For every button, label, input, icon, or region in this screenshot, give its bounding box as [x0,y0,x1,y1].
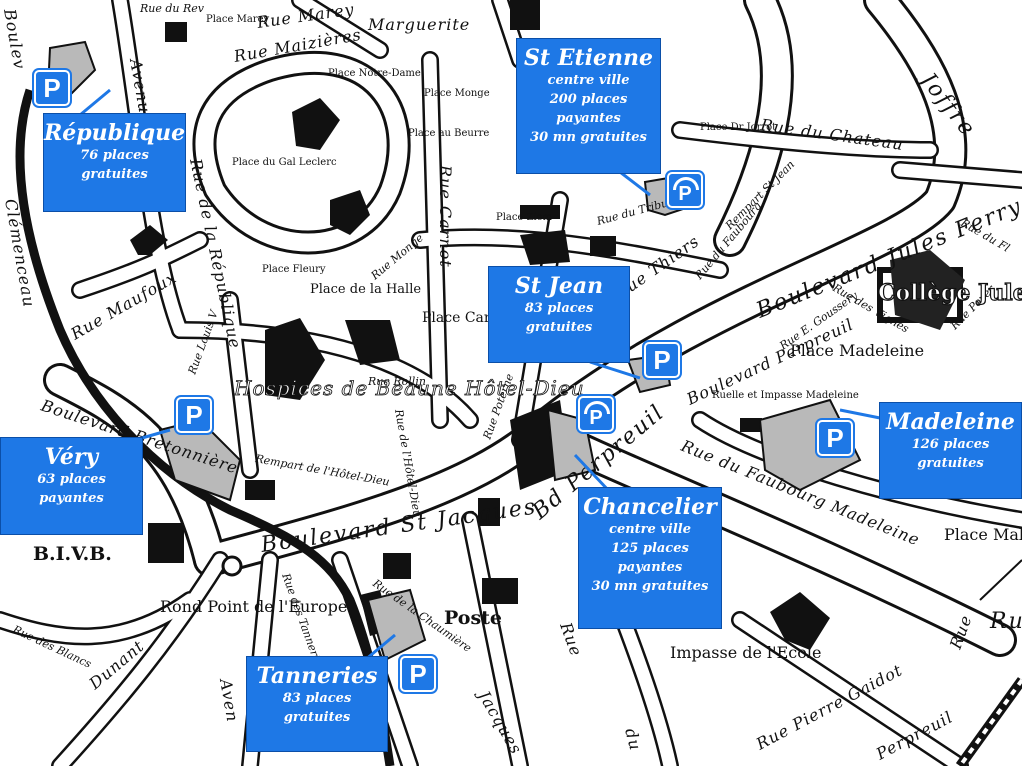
street-rue-carnot: Rue Carnot [436,164,455,268]
parking-info: 30 mn gratuites [530,130,647,145]
place-notre-dame: Place Notre-Dame [328,68,421,79]
covered-parking-icon[interactable]: P [578,396,614,432]
parking-icon[interactable]: P [400,656,436,692]
hospices-de-beaune: Hospices de Beaune Hôtel-Dieu [233,376,585,400]
parking-info: gratuites [525,320,593,335]
parking-info: 83 places [282,691,352,706]
river [15,88,395,766]
parking-info: 76 places [80,148,149,163]
parking-icon[interactable]: P [817,420,853,456]
parking-label-chancelier[interactable]: Chancelier centre ville 125 places payan… [578,487,722,629]
place-ziem: Place Ziem [496,212,553,223]
parking-icon[interactable]: P [34,70,70,106]
pointer-lines [79,88,881,662]
place-monge: Place Monge [424,88,490,99]
parking-info: centre ville [547,73,630,88]
place-malmedy: Place Malmedy [944,525,1022,544]
place-du-gal-leclerc: Place du Gal Leclerc [232,157,337,168]
poste-label: Poste [444,607,502,629]
parking-name: Véry [44,444,99,470]
rond-point-europe: Rond Point de l'Europe [160,597,347,616]
parking-info: gratuites [283,710,351,725]
bivb-label: B.I.V.B. [33,543,112,565]
covered-parking-icon[interactable]: P [667,172,703,208]
street-rue-rollin: Rue Rollin [367,375,426,388]
parking-name: Chancelier [583,494,717,520]
college-jules-ferry: Collège Jules Ferry [878,280,1022,306]
parking-info: gratuites [81,167,148,182]
parking-info: payantes [556,111,621,126]
place-de-la-halle: Place de la Halle [310,282,421,297]
parking-info: 125 places [611,541,689,556]
landmark-labels: Hospices de Beaune Hôtel-Dieu Collège Ju… [33,279,1022,629]
place-au-beurre: Place au Beurre [408,128,489,139]
buildings [130,0,965,650]
parking-info: 30 mn gratuites [591,579,709,594]
place-fleury: Place Fleury [262,264,326,275]
ruelle-impasse-madeleine: Ruelle et Impasse Madeleine [712,390,859,401]
parking-icon[interactable]: P [644,342,680,378]
parking-info: gratuites [917,456,984,471]
parking-icon[interactable]: P [176,397,212,433]
parking-label-very[interactable]: Véry 63 places payantes [0,437,143,535]
parking-info: payantes [617,560,683,575]
roundabout [221,555,243,577]
parking-info: 63 places [37,472,106,487]
parking-label-st-etienne[interactable]: St Etienne centre ville 200 places payan… [516,38,661,174]
parking-label-st-jean[interactable]: St Jean 83 places gratuites [488,266,630,363]
parking-label-tanneries[interactable]: Tanneries 83 places gratuites [246,656,388,752]
place-marey: Place Marey [206,14,269,25]
street-ru-right: Ru [989,609,1022,634]
parking-name: St Jean [514,273,604,299]
parking-name: St Etienne [524,45,653,71]
parking-info: 126 places [911,437,990,452]
parking-info: 200 places [549,92,628,107]
street-marguerite: Marguerite [367,15,470,34]
parking-name: Tanneries [256,663,378,689]
street-rue-du-rev: Rue du Rev [139,2,205,15]
place-dr-jorrot: Place Dr Jorrot [700,122,776,133]
parking-name: Madeleine [886,409,1015,435]
parking-name: République [44,120,186,146]
impasse-de-l-ecole: Impasse de l'Ecole [670,643,821,662]
parking-label-republique[interactable]: République 76 places gratuites [43,113,186,212]
place-madeleine: Place Madeleine [790,341,924,360]
parking-label-madeleine[interactable]: Madeleine 126 places gratuites [879,402,1022,499]
parking-info: centre ville [609,522,691,537]
place-labels: Place Notre-Dame Place Monge Place au Be… [160,14,1022,662]
parking-info: payantes [39,491,104,506]
railway [955,559,1022,766]
parking-info: 83 places [524,301,594,316]
